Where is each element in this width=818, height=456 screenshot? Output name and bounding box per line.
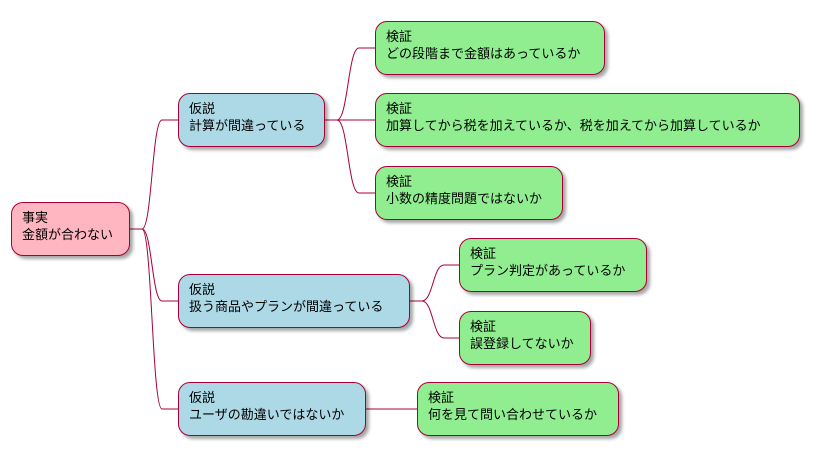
node-text: プラン判定があっているか — [470, 264, 626, 279]
check-node-2-1[interactable]: 検証 プラン判定があっているか — [459, 238, 647, 292]
check-node-1-1[interactable]: 検証 どの段階まで金額はあっているか — [375, 21, 605, 75]
node-title: 仮説 — [189, 391, 216, 406]
connector-root-hyp1 — [130, 119, 178, 230]
check-node-1-2[interactable]: 検証 加算してから税を加えているか、税を加えてから加算しているか — [375, 93, 800, 147]
node-title: 仮説 — [189, 102, 216, 117]
node-text: どの段階まで金額はあっているか — [386, 47, 581, 62]
hypothesis-node-3[interactable]: 仮説 ユーザの勘違いではないか — [178, 382, 366, 436]
node-text: 誤登録してないか — [470, 337, 574, 352]
connector-root-hyp2 — [130, 228, 178, 302]
connector-root-hyp3 — [130, 228, 178, 410]
fact-node[interactable]: 事実 金額が合わない — [11, 202, 130, 256]
hypothesis-node-2[interactable]: 仮説 扱う商品やプランが間違っている — [178, 274, 410, 328]
check-node-1-3[interactable]: 検証 小数の精度問題ではないか — [375, 166, 563, 220]
node-text: 何を見て問い合わせているか — [428, 408, 598, 423]
hypothesis-node-1[interactable]: 仮説 計算が間違っている — [178, 93, 325, 147]
node-text: 加算してから税を加えているか、税を加えてから加算しているか — [386, 119, 761, 134]
node-title: 検証 — [386, 175, 413, 190]
node-title: 検証 — [386, 102, 413, 117]
node-text: ユーザの勘違いではないか — [189, 408, 345, 423]
node-title: 事実 — [22, 211, 49, 226]
node-title: 検証 — [470, 320, 497, 335]
connector-hyp2-check4 — [410, 264, 459, 302]
node-text: 計算が間違っている — [189, 119, 306, 134]
node-text: 金額が合わない — [22, 228, 114, 243]
node-text: 小数の精度問題ではないか — [386, 192, 543, 207]
node-text: 扱う商品やプランが間違っている — [189, 300, 384, 315]
connector-hyp1-check3 — [325, 119, 375, 194]
check-node-3-1[interactable]: 検証 何を見て問い合わせているか — [417, 382, 619, 436]
node-title: 仮説 — [189, 283, 216, 298]
node-title: 検証 — [470, 247, 497, 262]
node-title: 検証 — [386, 30, 413, 45]
connector-hyp1-check1 — [325, 47, 375, 121]
node-title: 検証 — [428, 391, 455, 406]
check-node-2-2[interactable]: 検証 誤登録してないか — [459, 311, 591, 365]
connector-hyp2-check5 — [410, 300, 459, 339]
